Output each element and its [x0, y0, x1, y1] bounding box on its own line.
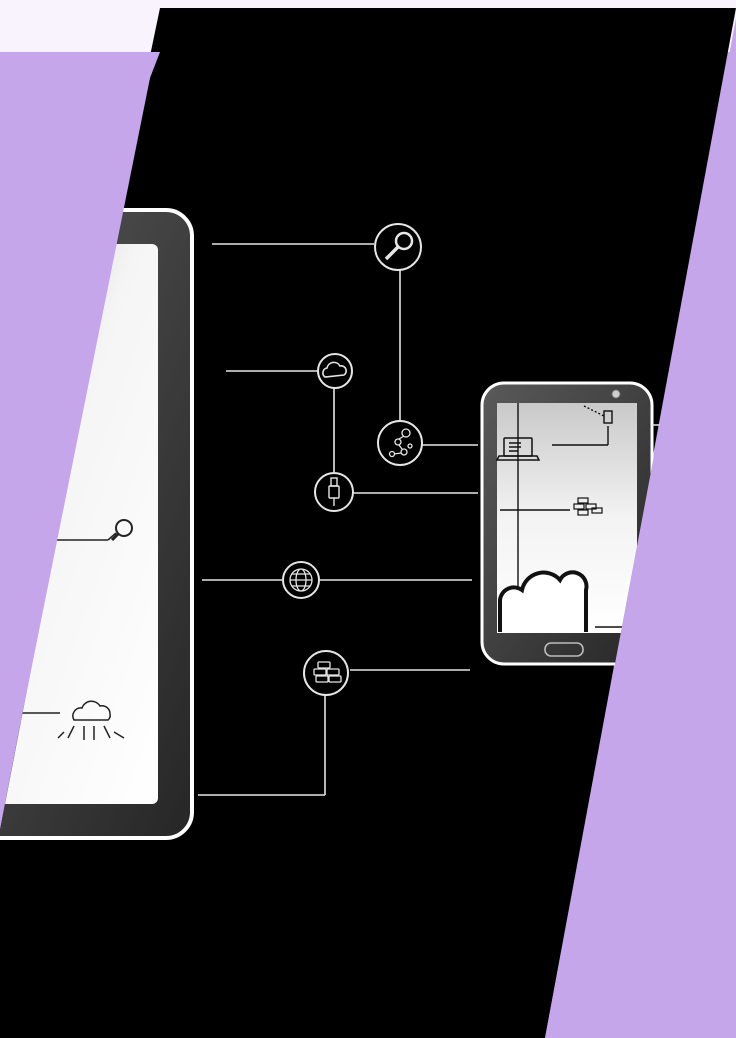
server-stack-icon [573, 497, 603, 516]
server-stack-icon [303, 650, 349, 696]
network-nodes-icon [377, 420, 423, 466]
globe-icon [282, 561, 320, 599]
search-icon [110, 519, 133, 542]
cloud-rain-icon [57, 700, 125, 740]
phone [480, 381, 672, 666]
purple-left-slant [0, 52, 160, 825]
home-button [544, 642, 584, 657]
camera [611, 389, 621, 399]
cloud-icon [317, 353, 353, 389]
laptop-icon [495, 437, 541, 461]
purple-right-slant [545, 18, 736, 1038]
connector-lines [198, 243, 478, 796]
search-icon [374, 223, 422, 271]
cloud-icon [498, 570, 589, 632]
usb-icon [314, 472, 354, 512]
